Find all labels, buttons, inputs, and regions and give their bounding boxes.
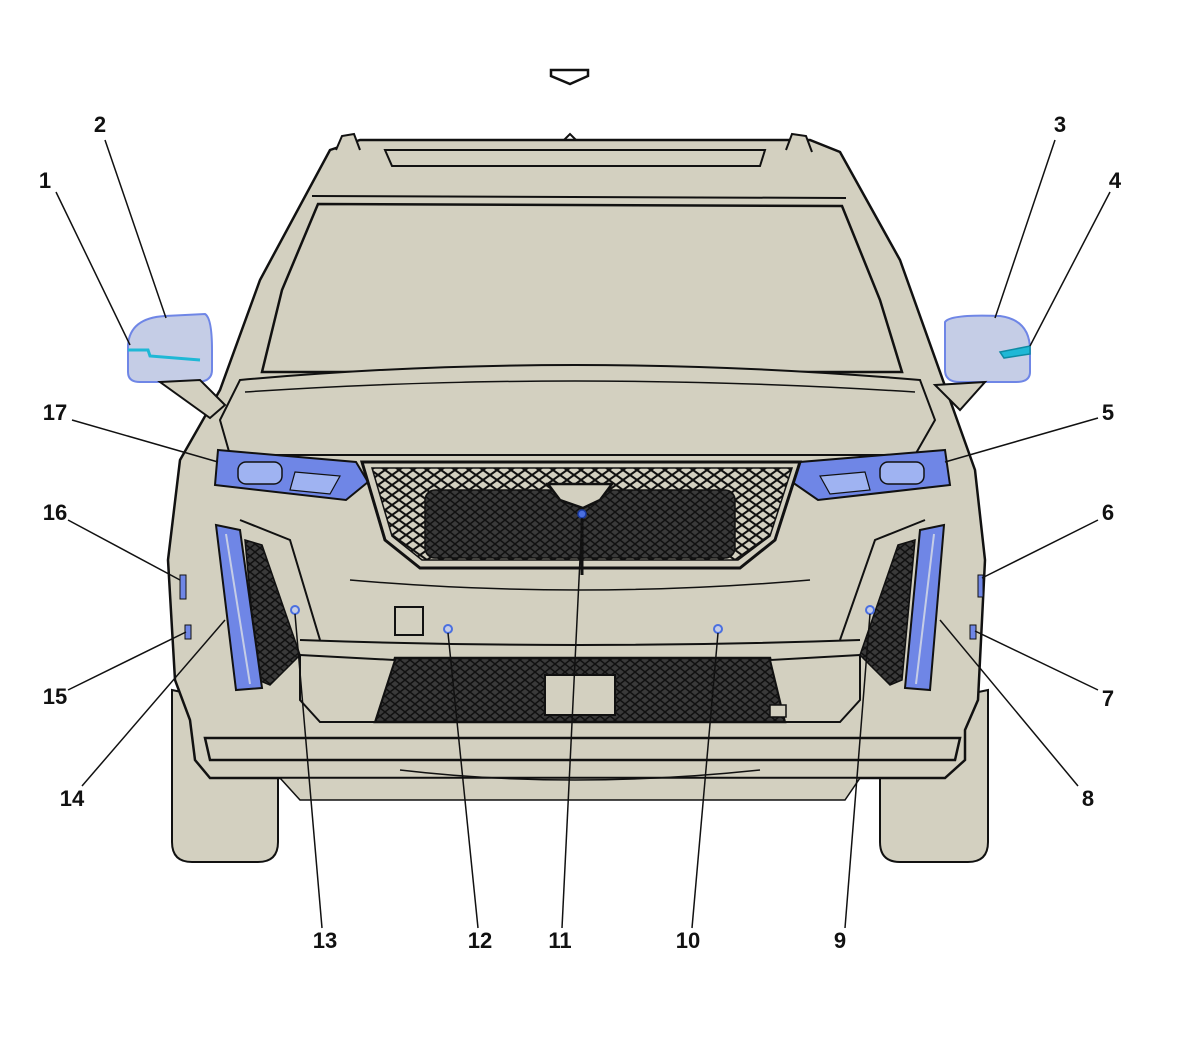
- callout-3: 3: [1054, 112, 1066, 137]
- callout-17: 17: [43, 400, 67, 425]
- left-mirror-arm: [157, 378, 227, 420]
- right-center-sensor: [713, 624, 723, 634]
- callout-9: 9: [834, 928, 846, 953]
- left-corner-sensor: [290, 605, 300, 615]
- left-mirror-turn-signal: [128, 348, 201, 362]
- callout-2: 2: [94, 112, 106, 137]
- right-mirror-turn-signal: [998, 345, 1031, 359]
- view-direction-arrow: [549, 68, 590, 86]
- callout-7: 7: [1102, 686, 1114, 711]
- right-mirror: [932, 314, 1031, 412]
- callout-6: 6: [1102, 500, 1114, 525]
- callout-10: 10: [676, 928, 700, 953]
- callout-15: 15: [43, 684, 67, 709]
- callout-16: 16: [43, 500, 67, 525]
- left-mirror-housing: [127, 312, 213, 383]
- underbody: [278, 777, 862, 801]
- right-side-intake: [859, 538, 916, 686]
- callout-5: 5: [1102, 400, 1114, 425]
- left-vertical-lamp: [214, 523, 264, 692]
- right-lower-marker: [969, 624, 977, 640]
- sunroof: [383, 149, 767, 167]
- callout-14: 14: [60, 786, 85, 811]
- right-roof-rail: [785, 132, 813, 153]
- callout-12: 12: [468, 928, 492, 953]
- left-mirror: [127, 312, 227, 420]
- front-camera: [577, 509, 587, 519]
- callout-8: 8: [1082, 786, 1094, 811]
- left-center-sensor: [443, 624, 453, 634]
- callout-13: 13: [313, 928, 337, 953]
- callout-1: 1: [39, 168, 51, 193]
- right-side-marker: [977, 574, 984, 598]
- windshield: [260, 202, 904, 374]
- callout-4: 4: [1109, 168, 1122, 193]
- lower-grille-center-plate: [544, 674, 616, 716]
- license-plate-bracket: [394, 606, 424, 636]
- brand-emblem: [545, 482, 615, 510]
- right-mirror-housing: [944, 314, 1031, 383]
- roof-antenna: [563, 132, 577, 141]
- callout-11: 11: [548, 928, 571, 953]
- left-side-marker: [179, 574, 187, 600]
- callouts: 1 2 3 4 5 6 7 8 9 10 11 12 13 14 15 16 1: [39, 112, 1122, 953]
- left-roof-rail: [335, 132, 361, 151]
- right-mirror-arm: [932, 380, 988, 412]
- front-splitter: [203, 736, 962, 762]
- hood: [218, 364, 937, 456]
- right-corner-sensor: [865, 605, 875, 615]
